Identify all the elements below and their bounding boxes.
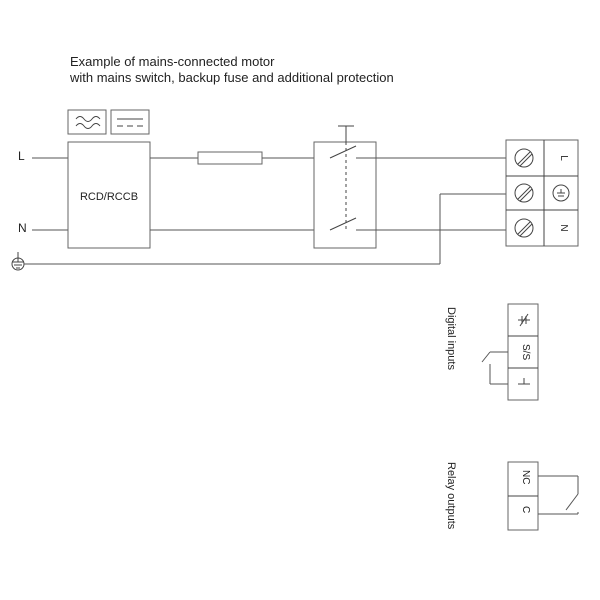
digital-inputs-label: Digital inputs (445, 307, 457, 370)
ground-icon (11, 252, 25, 271)
nc-label: NC (520, 470, 531, 484)
screw-terminal-icon (514, 218, 534, 238)
rcd-label: RCD/RCCB (80, 191, 138, 203)
ss-label: S/S (520, 344, 531, 360)
contact-icon (518, 313, 530, 327)
rcd-box (67, 141, 151, 249)
terminal-l-label: L (558, 155, 569, 161)
protective-earth-icon (552, 184, 570, 202)
ground-icon (518, 378, 530, 385)
title-line-1: Example of mains-connected motor (70, 54, 275, 69)
screw-terminal-icon (514, 183, 534, 203)
label-n: N (18, 221, 27, 235)
c-label: C (520, 506, 531, 513)
ac-dc-icon (67, 109, 107, 135)
fuse-icon (197, 151, 263, 165)
screw-terminal-icon (514, 148, 534, 168)
relay-outputs-label: Relay outputs (445, 462, 457, 530)
label-l: L (18, 149, 25, 163)
motor-terminal-block (505, 139, 579, 247)
dc-icon (110, 109, 150, 135)
title-line-2: with mains switch, backup fuse and addit… (69, 70, 394, 85)
terminal-n-label: N (558, 224, 569, 231)
